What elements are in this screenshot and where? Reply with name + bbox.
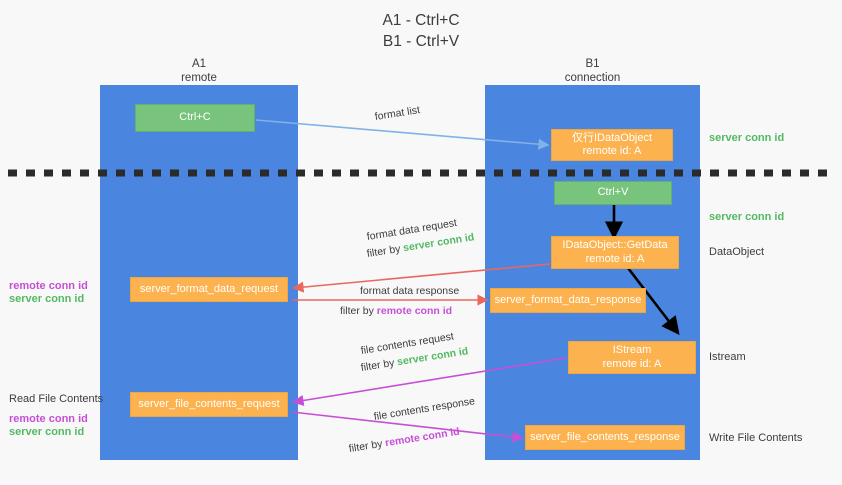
box-idataobject-getdata-line2: remote id: A — [585, 252, 645, 265]
arrow-file-contents-response — [291, 411, 524, 443]
box-server-format-data-request-label: server_format_data_request — [139, 282, 279, 295]
filter-value-remote-conn-id: remote conn id — [376, 305, 453, 317]
lane-b1-name: B1 — [585, 58, 600, 70]
box-idataobject-line2: remote id: A — [582, 145, 642, 157]
filter-prefix: filter by — [340, 305, 377, 317]
box-server-file-contents-response-label: server_file_contents_response — [530, 430, 680, 443]
box-istream[interactable]: IStream remote id: A — [568, 341, 696, 374]
box-ctrl-v[interactable]: Ctrl+V — [554, 181, 672, 205]
left-label-server-conn-id-2: server conn id — [9, 426, 85, 438]
box-idataobject-getdata-line1: IDataObject::GetData — [562, 239, 668, 251]
box-server-format-data-response-label: server_format_data_response — [494, 293, 642, 306]
box-server-format-data-request[interactable]: server_format_data_request — [130, 277, 288, 302]
left-label-remote-conn-id-2: remote conn id — [9, 413, 88, 425]
title-line-1: A1 - Ctrl+C — [382, 12, 460, 29]
left-label-read-file-contents: Read File Contents — [9, 393, 104, 405]
arrow-file-contents-request — [292, 357, 567, 406]
arrow-format-data-request — [292, 263, 551, 293]
box-server-file-contents-response[interactable]: server_file_contents_response — [525, 425, 685, 450]
arrow-format-list — [255, 119, 550, 150]
edge-label-format-data-response-filter: filter by remote conn id — [340, 304, 452, 318]
right-label-dataobject: DataObject — [709, 246, 765, 258]
box-ctrl-c-label: Ctrl+C — [179, 111, 211, 124]
right-label-write-file-contents: Write File Contents — [709, 432, 803, 444]
box-idataobject-line1: 仅行IDataObject — [571, 131, 653, 144]
box-server-file-contents-request-label: server_file_contents_request — [138, 397, 280, 410]
title-line-2: B1 - Ctrl+V — [382, 33, 460, 50]
box-server-format-data-response[interactable]: server_format_data_response — [490, 288, 646, 313]
left-label-server-conn-id-1: server conn id — [9, 293, 85, 305]
lane-a1-sub: remote — [181, 71, 217, 84]
page-title: A1 - Ctrl+C B1 - Ctrl+V — [0, 10, 842, 52]
lane-b1-sub: connection — [564, 71, 621, 84]
right-label-istream: Istream — [709, 351, 746, 363]
right-label-server-conn-id-1: server conn id — [709, 132, 785, 144]
edge-label-format-data-response: format data response — [360, 285, 460, 297]
arrow-getdata-to-istream — [626, 267, 680, 336]
box-ctrl-c[interactable]: Ctrl+C — [135, 104, 255, 132]
box-idataobject-getdata[interactable]: IDataObject::GetData remote id: A — [551, 236, 679, 269]
left-label-remote-conn-id-1: remote conn id — [9, 280, 88, 292]
box-server-file-contents-request[interactable]: server_file_contents_request — [130, 392, 288, 417]
box-idataobject[interactable]: 仅行IDataObject remote id: A — [551, 129, 673, 161]
lane-a1-name: A1 — [191, 58, 207, 70]
box-istream-line1: IStream — [612, 344, 652, 356]
lane-header-b1: B1 connection — [485, 58, 700, 85]
lane-header-a1: A1 remote — [100, 58, 298, 85]
right-label-server-conn-id-2: server conn id — [709, 211, 785, 223]
box-istream-line2: remote id: A — [602, 357, 662, 370]
box-ctrl-v-label: Ctrl+V — [597, 186, 629, 199]
